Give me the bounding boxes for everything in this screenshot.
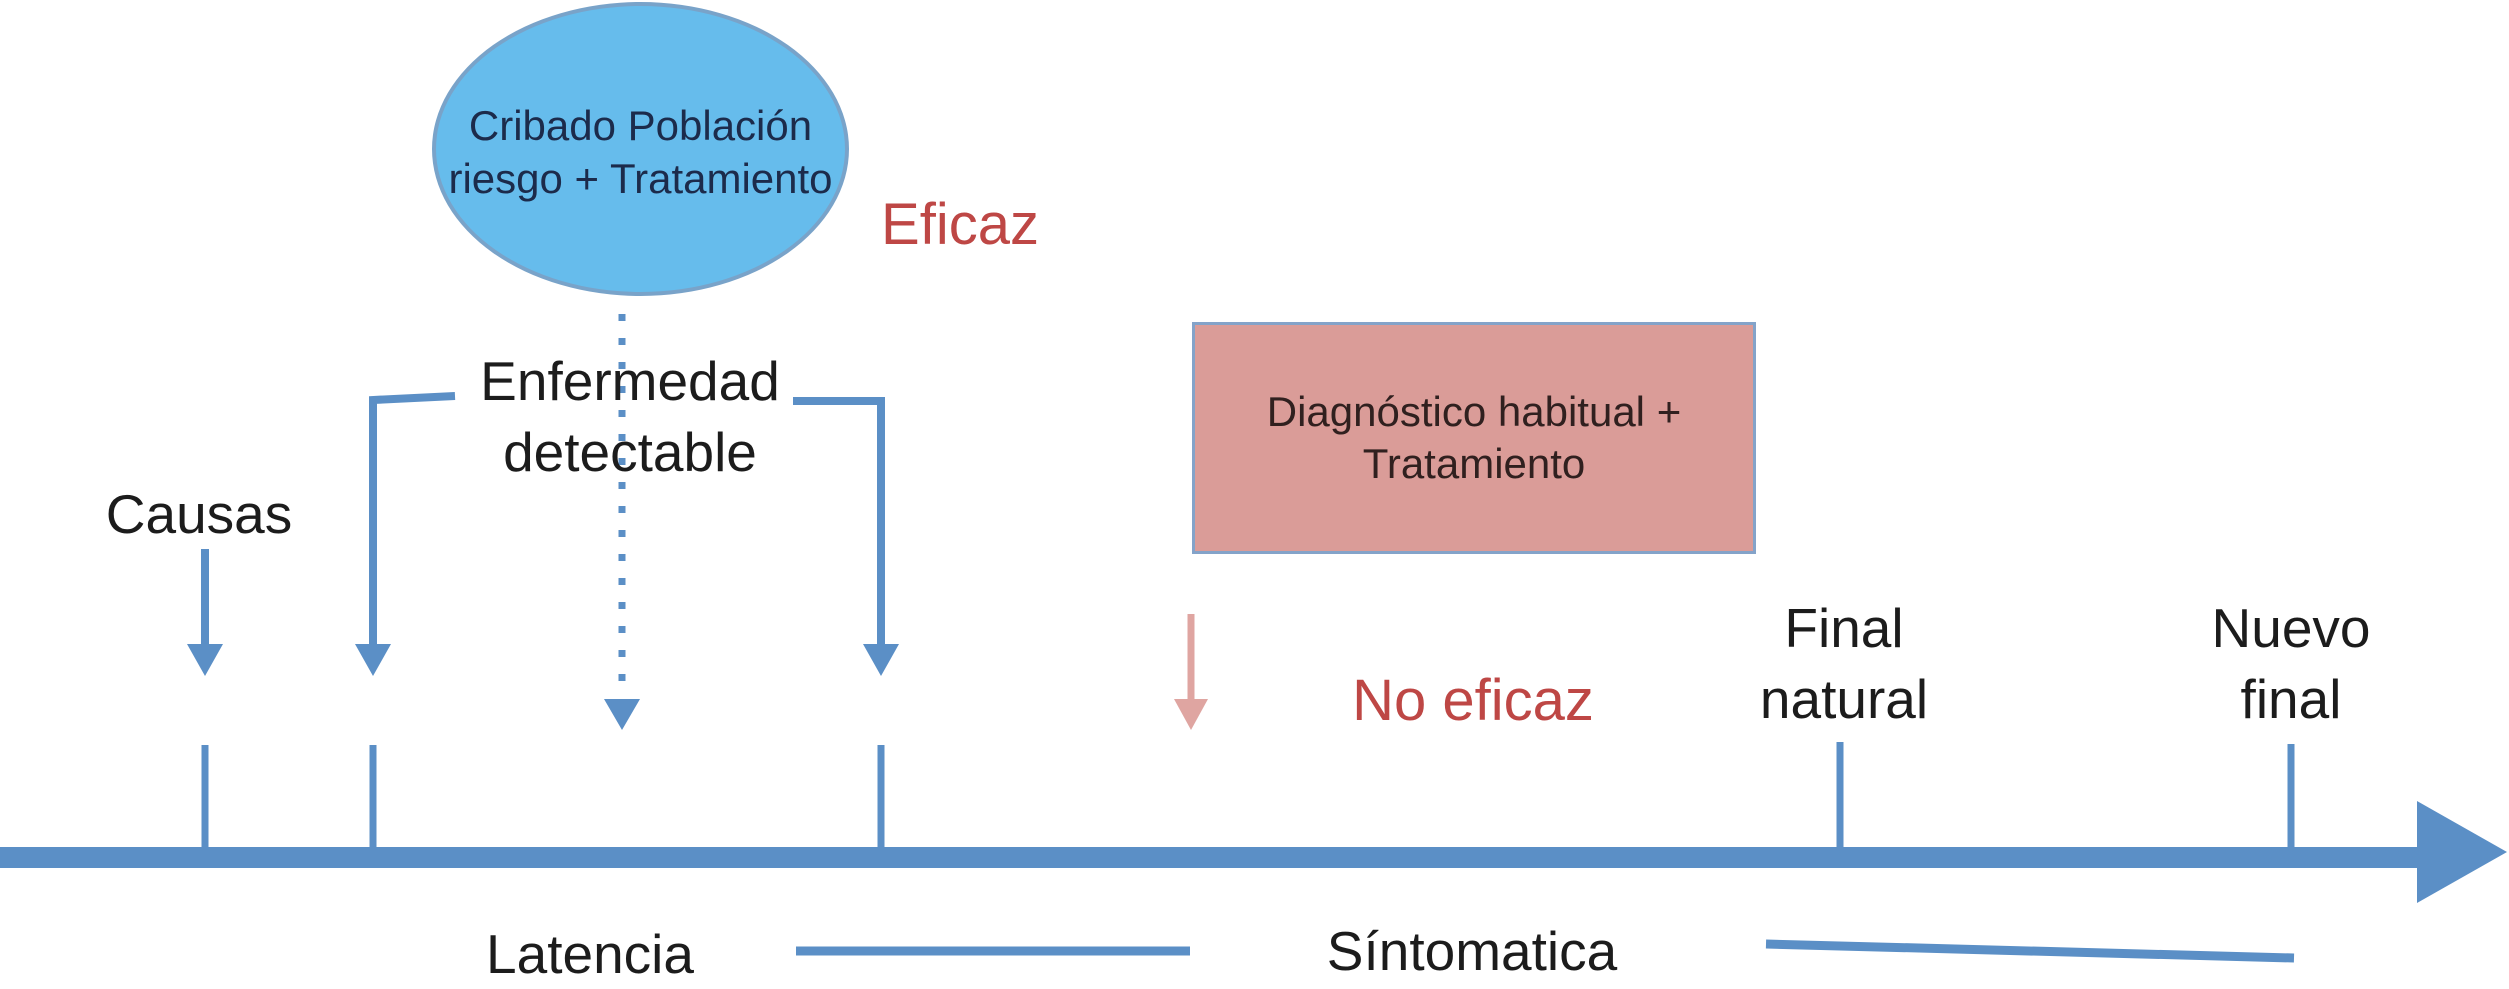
- final-natural-line-1: Final: [1784, 597, 1904, 659]
- nuevo-final-line-2: final: [2240, 668, 2342, 730]
- final-natural-label: Final natural: [1760, 593, 1928, 735]
- nuevo-final-line-1: Nuevo: [2211, 597, 2371, 659]
- sintomatica-label: Síntomatica: [1326, 920, 1618, 982]
- diagnosis-line-3: Tratamiento: [1362, 440, 1586, 487]
- nuevo-final-label: Nuevo final: [2212, 593, 2371, 735]
- diagnosis-line-1: Diagnóstico habitual: [1266, 388, 1646, 435]
- diagnosis-arrow-icon: [1174, 614, 1208, 730]
- timeline-axis: [0, 801, 2507, 903]
- enfermedad-line-1: Enfermedad: [480, 350, 780, 412]
- ellipse-line-2: Población riesgo: [448, 102, 813, 202]
- enfermedad-detectable-label: Enfermedad detectable: [480, 346, 780, 488]
- sintomatica-line: [1765, 939, 2295, 963]
- diagnosis-box: Diagnóstico habitual + Tratamiento: [1192, 322, 1756, 554]
- screening-dotted-arrow-icon: [604, 314, 640, 730]
- detectable-end-arrow-icon: [793, 397, 899, 676]
- ellipse-line-4: Tratamiento: [610, 155, 833, 202]
- screening-ellipse: Cribado Población riesgo + Tratamiento: [432, 2, 849, 296]
- ellipse-line-3: +: [574, 155, 600, 202]
- latencia-label: Latencia: [486, 923, 694, 985]
- causas-label: Causas: [105, 483, 293, 545]
- timeline-arrowhead-icon: [2417, 801, 2507, 903]
- causas-arrow-icon: [187, 549, 223, 676]
- detectable-start-arrow-icon: [355, 392, 456, 676]
- eficaz-label: Eficaz: [881, 192, 1039, 257]
- diagnosis-line-2: +: [1656, 388, 1682, 435]
- final-natural-line-2: natural: [1759, 668, 1929, 730]
- timeline-ticks: [201, 742, 2295, 850]
- no-eficaz-label: No eficaz: [1352, 668, 1594, 733]
- ellipse-line-1: Cribado: [468, 102, 616, 149]
- enfermedad-line-2: detectable: [503, 421, 757, 483]
